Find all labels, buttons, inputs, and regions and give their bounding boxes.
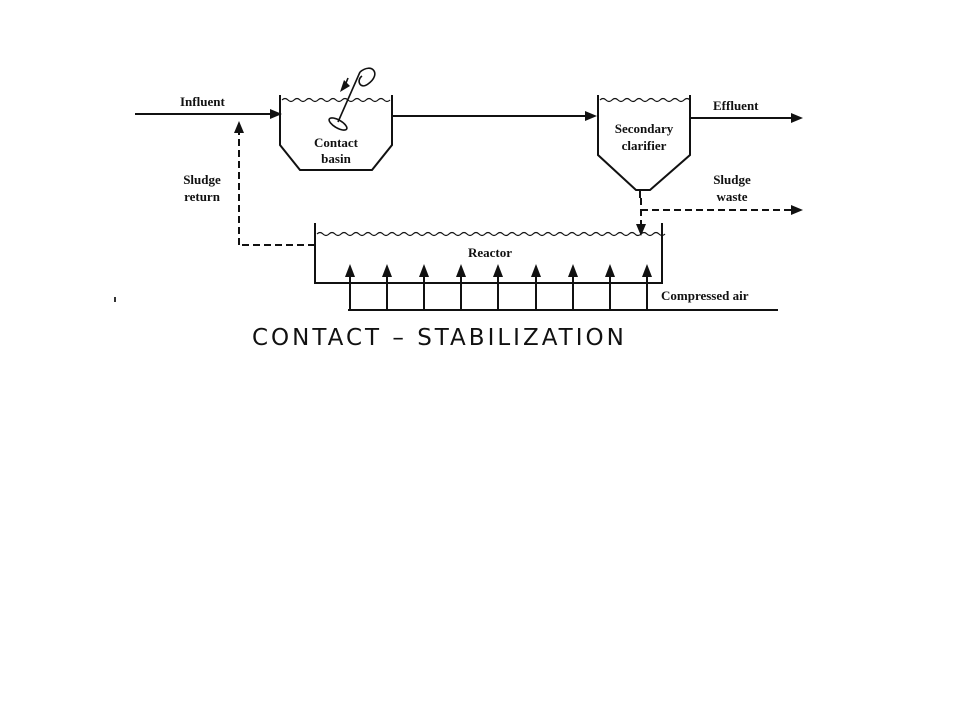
contact-basin xyxy=(279,95,393,171)
reactor xyxy=(314,223,666,284)
air-diffuser-riser xyxy=(642,264,652,310)
contact-basin-label-line2: basin xyxy=(321,151,351,166)
sludge-waste-label-line2: waste xyxy=(716,189,747,204)
reactor-label: Reactor xyxy=(468,245,512,260)
mixer-icon xyxy=(328,67,376,131)
secondary-clarifier-label-line2: clarifier xyxy=(622,138,667,153)
air-diffuser-riser xyxy=(568,264,578,310)
air-diffuser-riser xyxy=(345,264,355,310)
sludge-waste-flow xyxy=(641,205,803,215)
sludge-return-flow xyxy=(234,121,315,246)
secondary-clarifier xyxy=(597,95,691,198)
sludge-return-label-line1: Sludge xyxy=(183,172,221,187)
sludge-return-label-line2: return xyxy=(184,189,221,204)
effluent-flow xyxy=(690,113,803,123)
air-diffuser-riser xyxy=(419,264,429,310)
clarifier-to-reactor-flow xyxy=(636,198,646,236)
sludge-waste-label-line1: Sludge xyxy=(713,172,751,187)
scan-speck xyxy=(114,297,116,302)
air-diffuser-riser xyxy=(493,264,503,310)
influent-flow xyxy=(135,109,282,119)
basin-to-clarifier-flow xyxy=(392,111,597,121)
effluent-label: Effluent xyxy=(713,98,759,113)
air-diffuser-riser xyxy=(456,264,466,310)
influent-label: Influent xyxy=(180,94,225,109)
air-diffuser-riser xyxy=(531,264,541,310)
secondary-clarifier-label-line1: Secondary xyxy=(615,121,674,136)
air-diffuser-riser xyxy=(605,264,615,310)
contact-basin-label-line1: Contact xyxy=(314,135,359,150)
diagram-caption: CONTACT – STABILIZATION xyxy=(252,325,627,351)
compressed-air-label: Compressed air xyxy=(661,288,749,303)
air-diffuser-riser xyxy=(382,264,392,310)
compressed-air-system xyxy=(345,264,778,311)
